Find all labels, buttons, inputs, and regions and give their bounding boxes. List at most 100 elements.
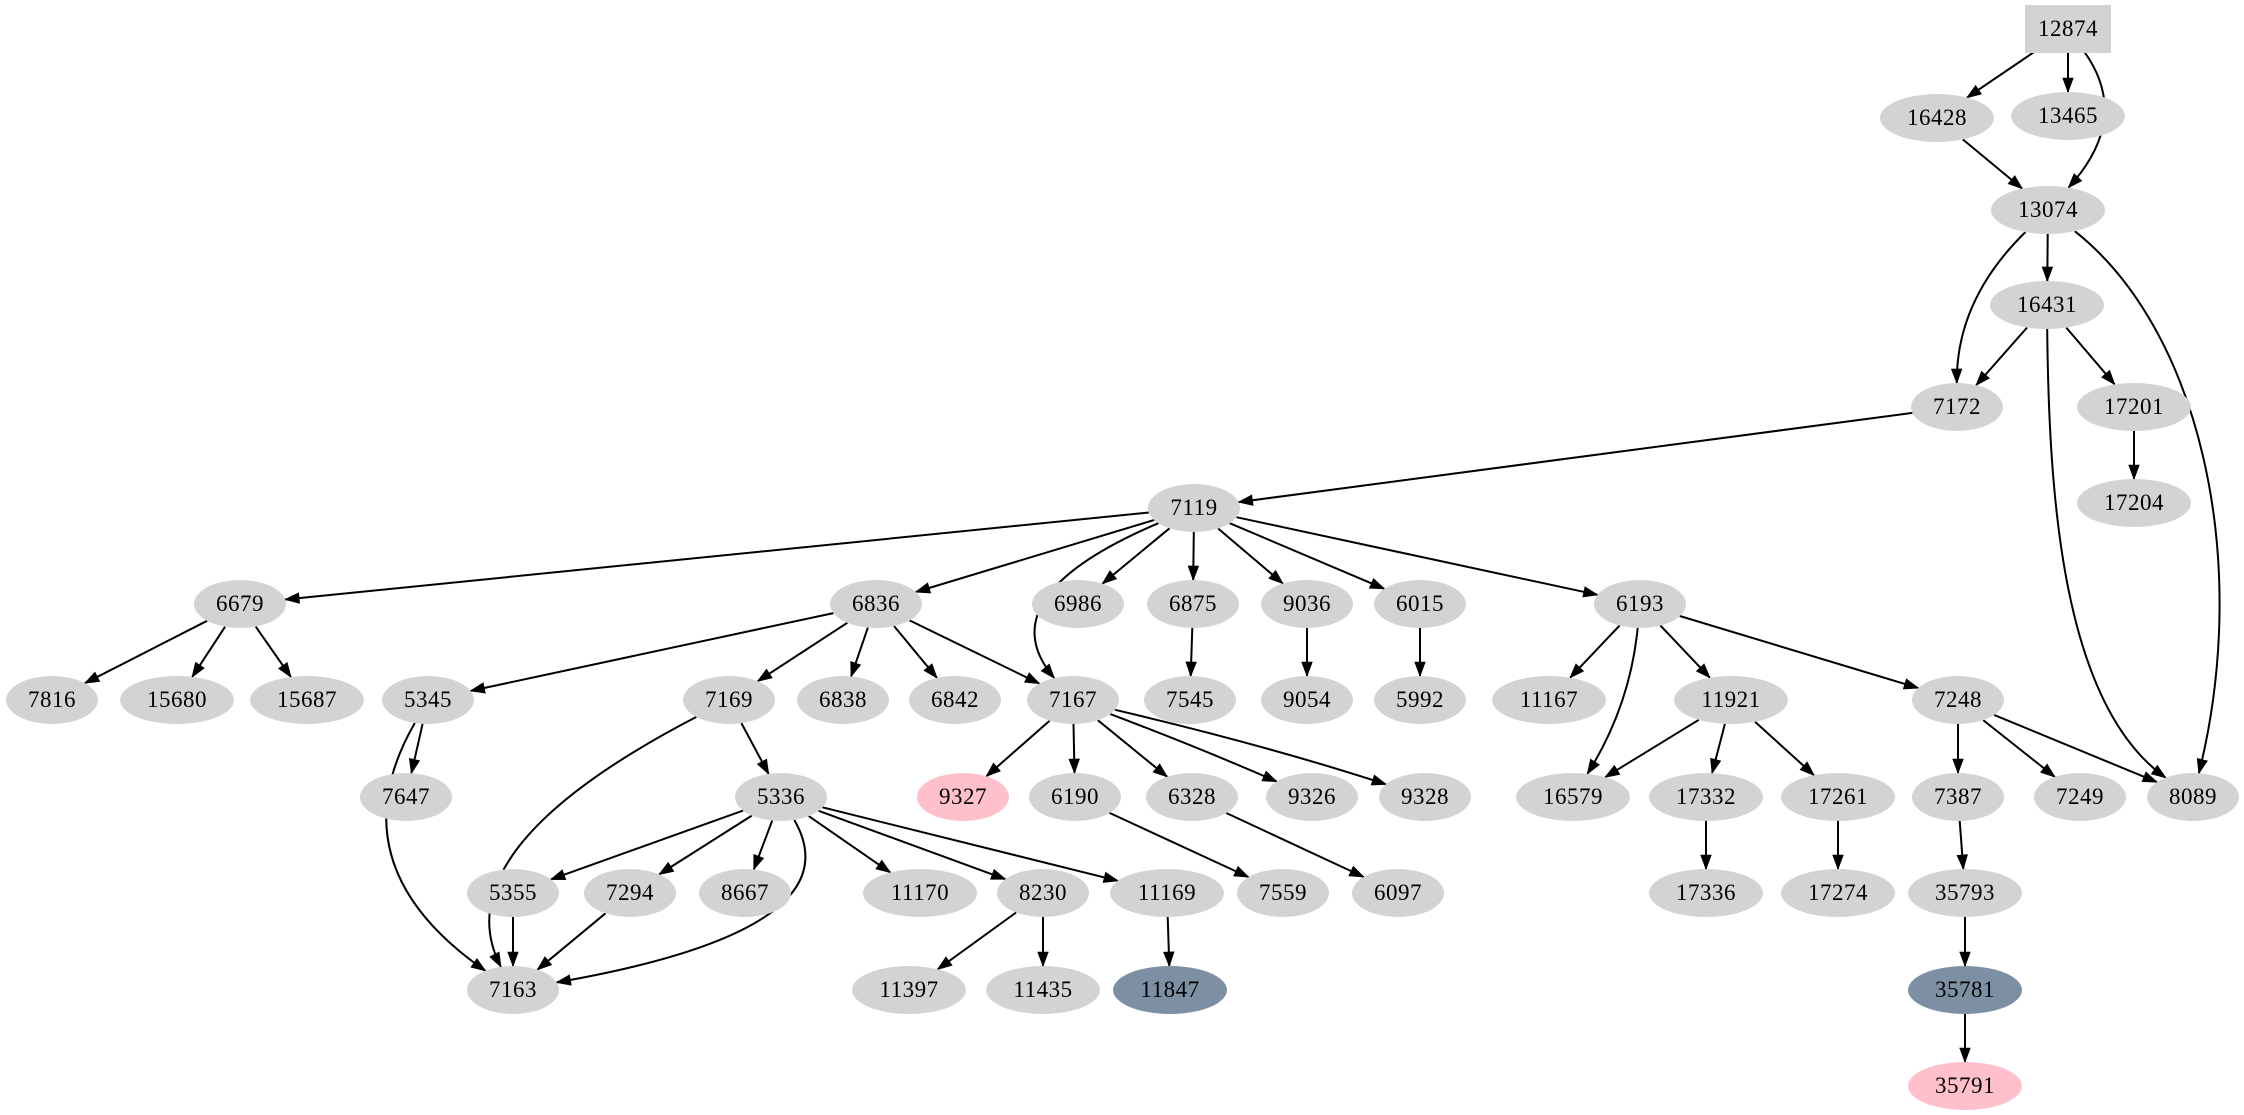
graph-node-9328: 9328	[1379, 773, 1471, 821]
graph-node-7559: 7559	[1237, 869, 1329, 917]
graph-node-8089: 8089	[2147, 773, 2239, 821]
graph-node-15687: 15687	[250, 676, 364, 724]
graph-node-11169: 11169	[1110, 869, 1224, 917]
graph-node-7647: 7647	[360, 773, 452, 821]
edge-7119-6015	[1229, 522, 1386, 590]
edge-7119-6986	[1101, 527, 1171, 585]
edge-5345-7163	[385, 722, 487, 972]
edge-7169-5336	[740, 722, 770, 776]
edge-11921-17332	[1710, 723, 1726, 775]
edge-7167-9328	[1114, 708, 1388, 786]
graph-node-6842: 6842	[909, 676, 1001, 724]
edge-7167-9327	[985, 719, 1051, 778]
edge-13074-7172	[1950, 231, 2027, 385]
edge-7119-6836	[914, 519, 1155, 594]
edge-16431-17201	[2065, 326, 2116, 386]
graph-node-8667: 8667	[699, 869, 791, 917]
graph-node-5355: 5355	[467, 869, 559, 917]
graph-node-7248: 7248	[1912, 676, 2004, 724]
graph-node-16428: 16428	[1880, 94, 1994, 142]
edge-6193-16579	[1586, 627, 1639, 775]
graph-node-6836: 6836	[830, 580, 922, 628]
graph-node-35793: 35793	[1908, 869, 2022, 917]
graph-node-35791: 35791	[1908, 1062, 2022, 1110]
graph-node-6328: 6328	[1146, 773, 1238, 821]
graph-node-5345: 5345	[382, 676, 474, 724]
graph-node-15680: 15680	[120, 676, 234, 724]
graph-node-35781: 35781	[1908, 966, 2022, 1014]
graph-node-6679: 6679	[194, 580, 286, 628]
edge-6328-6097	[1225, 812, 1365, 878]
graph-node-7816: 7816	[6, 676, 98, 724]
edge-6836-7169	[756, 621, 848, 683]
graph-node-17201: 17201	[2077, 383, 2191, 431]
graph-node-9036: 9036	[1261, 580, 1353, 628]
graph-node-13465: 13465	[2011, 92, 2125, 140]
edge-12874-16428	[1965, 46, 2042, 99]
edge-7167-6190	[1068, 723, 1080, 775]
graph-node-9327: 9327	[917, 773, 1009, 821]
edge-5336-5355	[549, 809, 744, 881]
edge-6836-6838	[850, 627, 869, 678]
edge-11169-11847	[1163, 916, 1175, 968]
edge-6836-7167	[909, 619, 1041, 685]
edge-7169-7163	[488, 716, 697, 968]
edge-5336-8667	[752, 820, 774, 871]
graph-node-6190: 6190	[1029, 773, 1121, 821]
edge-6836-5345	[469, 612, 834, 694]
graph-node-6015: 6015	[1374, 580, 1466, 628]
edge-6193-7248	[1679, 615, 1920, 690]
graph-node-7249: 7249	[2034, 773, 2126, 821]
graph-node-7387: 7387	[1912, 773, 2004, 821]
graph-node-11921: 11921	[1674, 676, 1788, 724]
graph-node-9326: 9326	[1266, 773, 1358, 821]
edge-16431-8089	[2046, 328, 2167, 779]
edge-6679-15680	[191, 626, 226, 678]
edge-6190-7559	[1109, 811, 1250, 879]
graph-node-11167: 11167	[1492, 676, 1606, 724]
graph-node-5992: 5992	[1374, 676, 1466, 724]
graph-node-6838: 6838	[797, 676, 889, 724]
edge-7119-6875	[1187, 531, 1200, 582]
edge-8230-11397	[936, 911, 1017, 971]
edge-6193-11921	[1659, 624, 1711, 679]
edge-7119-6679	[283, 511, 1149, 604]
edge-5336-11169	[822, 806, 1120, 883]
edge-7167-9326	[1109, 713, 1278, 783]
graph-node-17204: 17204	[2077, 479, 2191, 527]
graph-node-17332: 17332	[1649, 773, 1763, 821]
graph-node-7169: 7169	[683, 676, 775, 724]
edge-16428-13074	[1962, 138, 2024, 190]
edge-11921-17261	[1754, 721, 1815, 777]
edge-7248-7249	[1982, 719, 2056, 778]
graph-node-9054: 9054	[1261, 676, 1353, 724]
edge-5336-7163	[555, 819, 807, 986]
edge-16431-7172	[1975, 326, 2028, 387]
edge-6679-15687	[254, 626, 292, 679]
edge-7119-9036	[1217, 527, 1284, 585]
graph-node-6986: 6986	[1032, 580, 1124, 628]
graph-node-11170: 11170	[863, 869, 977, 917]
edge-6836-6842	[893, 625, 938, 679]
graph-node-7119: 7119	[1148, 484, 1240, 532]
edge-11921-16579	[1604, 718, 1700, 779]
graph-node-6097: 6097	[1352, 869, 1444, 917]
edge-13074-8089	[2074, 230, 2221, 775]
graph-node-17336: 17336	[1649, 869, 1763, 917]
edge-5336-11170	[808, 815, 892, 874]
graph-node-11397: 11397	[852, 966, 966, 1014]
graph-node-5336: 5336	[735, 773, 827, 821]
edge-7167-6328	[1097, 719, 1169, 778]
graph-node-12874: 12874	[2025, 5, 2111, 53]
graph-node-17261: 17261	[1781, 773, 1895, 821]
edge-7119-6193	[1236, 516, 1599, 598]
graph-node-16579: 16579	[1516, 773, 1630, 821]
edge-6875-7545	[1185, 627, 1197, 678]
graph-node-7163: 7163	[467, 966, 559, 1014]
graph-node-11435: 11435	[986, 966, 1100, 1014]
graph-node-6875: 6875	[1147, 580, 1239, 628]
edge-6193-11167	[1569, 624, 1621, 679]
